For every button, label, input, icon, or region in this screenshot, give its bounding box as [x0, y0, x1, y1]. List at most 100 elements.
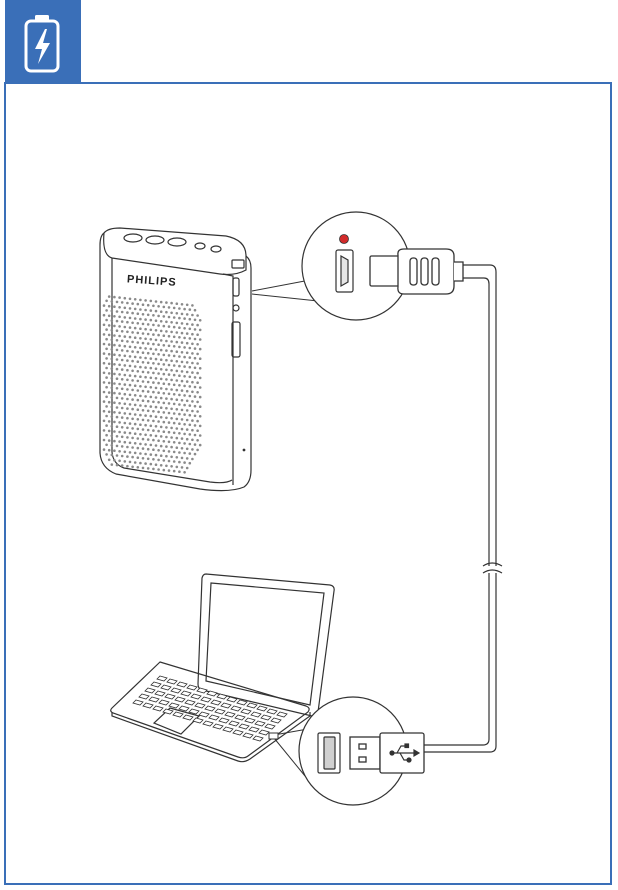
grille-dot — [110, 424, 114, 428]
grille-dot — [136, 322, 140, 325]
grille-dot — [180, 322, 184, 325]
grille-dot — [170, 349, 173, 353]
grille-dot — [178, 393, 181, 397]
grille-dot — [196, 419, 199, 423]
grille-dot — [193, 376, 197, 379]
grille-dot — [172, 441, 176, 444]
grille-dot — [172, 383, 176, 387]
grille-dot — [191, 390, 194, 394]
grille-dot — [183, 327, 186, 330]
grille-dot — [139, 317, 142, 321]
grille-dot — [128, 364, 132, 368]
grille-dot — [154, 357, 158, 361]
grille-dot — [139, 404, 142, 407]
grille-dot — [178, 336, 181, 339]
grille-dot — [159, 320, 163, 323]
grille-dot — [113, 353, 116, 357]
grille-dot — [154, 377, 158, 380]
grille-dot — [139, 356, 142, 359]
grille-dot — [120, 406, 124, 410]
grille-dot — [185, 466, 189, 470]
grille-dot — [131, 465, 134, 469]
grille-dot — [157, 468, 160, 471]
grille-dot — [191, 352, 194, 355]
grille-dot — [120, 435, 124, 439]
grille-dot — [118, 306, 121, 309]
grille-dot — [198, 376, 202, 380]
grille-dot — [110, 328, 114, 332]
grille-dot — [123, 316, 127, 319]
grille-dot — [107, 410, 111, 414]
grille-dot — [146, 390, 150, 393]
grille-dot — [178, 355, 181, 358]
keyboard-key — [220, 702, 232, 709]
grille-dot — [128, 307, 132, 310]
keyboard-key — [196, 687, 208, 694]
grille-dot — [149, 443, 153, 447]
grille-dot — [165, 358, 168, 362]
grille-dot — [152, 419, 155, 423]
grille-dot — [188, 365, 192, 369]
grille-dot — [141, 303, 145, 307]
grille-dot — [115, 329, 119, 333]
grille-dot — [175, 312, 179, 315]
grille-dot — [172, 306, 176, 310]
grille-dot — [133, 307, 137, 311]
grille-dot — [136, 302, 140, 306]
grille-dot — [185, 447, 189, 451]
grille-dot — [139, 337, 142, 340]
grille-dot — [198, 357, 202, 361]
grille-dot — [185, 303, 189, 307]
grille-dot — [159, 435, 163, 438]
grille-dot — [131, 350, 134, 353]
grille-dot — [146, 303, 150, 307]
grille-dot — [167, 440, 171, 444]
grille-dot — [105, 414, 108, 418]
grille-dot — [162, 334, 166, 338]
keyboard-key — [204, 705, 216, 712]
keyboard-key — [236, 699, 248, 706]
grille-dot — [136, 437, 140, 440]
grille-dot — [107, 362, 111, 366]
grille-dot — [159, 358, 163, 362]
grille-dot — [105, 376, 108, 379]
grille-dot — [193, 443, 197, 446]
grille-dot — [126, 301, 129, 305]
grille-dot — [120, 368, 124, 371]
grille-dot — [170, 369, 173, 372]
grille-dot — [120, 416, 124, 419]
grille-dot — [185, 351, 189, 355]
grille-dot — [198, 415, 202, 418]
grille-dot — [110, 396, 114, 399]
grille-dot — [107, 448, 111, 452]
grille-dot — [180, 466, 184, 469]
laptop — [110, 573, 335, 763]
grille-dot — [144, 395, 147, 398]
grille-dot — [172, 335, 176, 339]
grille-dot — [165, 464, 168, 468]
keyboard-key — [168, 702, 180, 709]
grille-dot — [165, 416, 168, 420]
keyboard-key — [264, 723, 276, 730]
grille-dot — [178, 316, 181, 320]
grille-dot — [162, 353, 166, 357]
grille-dot — [178, 403, 181, 406]
grille-dot — [185, 428, 189, 431]
grille-dot — [172, 316, 176, 319]
grille-dot — [123, 306, 127, 310]
grille-dot — [149, 386, 153, 389]
grille-dot — [162, 459, 166, 462]
grille-dot — [170, 311, 173, 315]
keyboard-key — [184, 699, 196, 706]
grille-dot — [141, 351, 145, 355]
grille-dot — [107, 458, 111, 462]
grille-dot — [105, 337, 108, 341]
grille-dot — [196, 410, 199, 413]
keyboard-key — [178, 705, 190, 712]
keyboard-key — [230, 705, 242, 712]
grille-dot — [167, 382, 171, 386]
grille-dot — [152, 410, 155, 413]
grille-dot — [107, 420, 111, 423]
grille-dot — [180, 399, 184, 402]
grille-dot — [113, 305, 116, 309]
